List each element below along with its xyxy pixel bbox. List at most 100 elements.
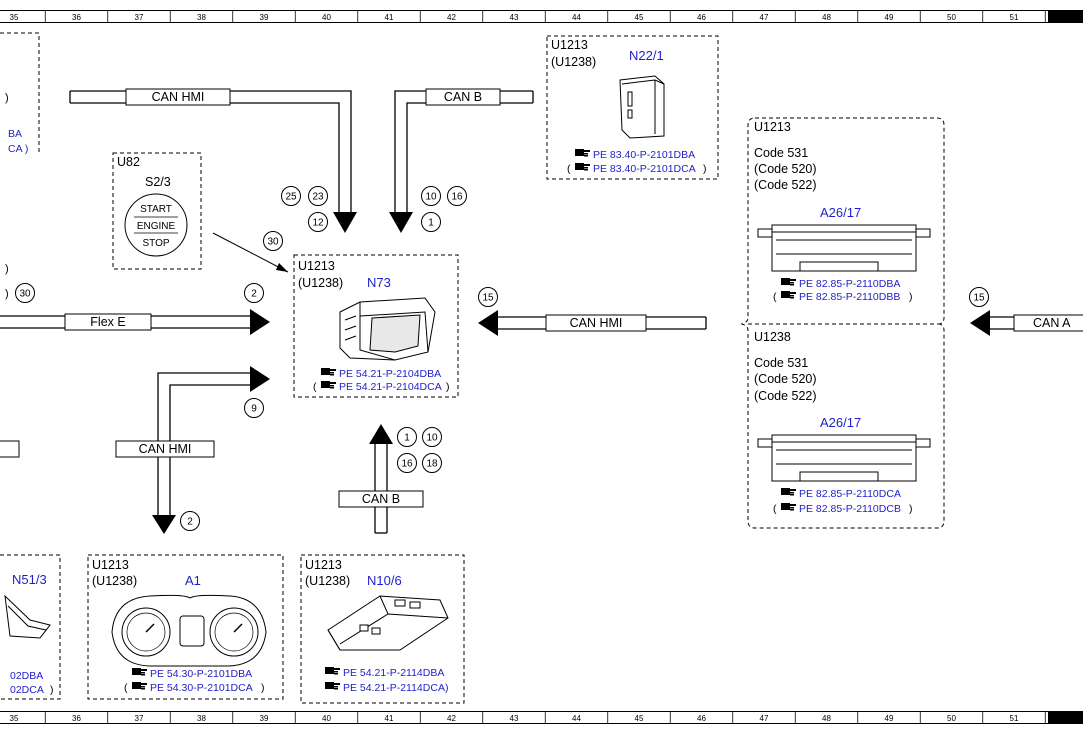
pin-number-p18: 18 [426, 459, 438, 470]
a26-bottom-module-drawing [757, 434, 931, 482]
pin-circle-p2b [180, 511, 200, 531]
bottom-ruler-label-41: 41 [385, 714, 394, 723]
bottom-ruler-label-39: 39 [260, 714, 269, 723]
start-label: START [140, 204, 172, 215]
top-ruler-label-51: 51 [1010, 13, 1019, 22]
n10-ref2: PE 54.21-P-2114DCA) [343, 682, 448, 694]
top-ruler-label-50: 50 [947, 13, 956, 22]
svg-text:(: ( [773, 503, 777, 515]
a1-ref2: PE 54.30-P-2101DCA [150, 682, 253, 694]
top-ruler-label-37: 37 [135, 13, 144, 22]
n73-code2: (U1238) [298, 276, 343, 290]
bus-can-b-bottom: CAN B [338, 424, 424, 534]
s2-3-name: S2/3 [145, 175, 171, 189]
component-a26-17-u1213: U1213 Code 531 (Code 520) (Code 522) A26… [754, 120, 931, 303]
svg-text:): ) [909, 503, 913, 515]
a26-top-line1: Code 531 [754, 146, 808, 160]
bottom-ruler-label-44: 44 [572, 714, 581, 723]
top-ruler-label-47: 47 [760, 13, 769, 22]
bus-can-hmi-top: CAN HMI [69, 88, 357, 233]
component-n51-3: N51/3 02DBA 02DCA ) [0, 554, 61, 700]
pin-circle-p23 [308, 186, 328, 206]
pin-number-p30left: 30 [19, 289, 31, 300]
a26-top-ref2: PE 82.85-P-2110DBB [799, 291, 900, 303]
bus-label-can-b-top: CAN B [444, 90, 482, 104]
a26-bottom-ref2: PE 82.85-P-2110DCB [799, 503, 901, 515]
left-partial-ref1: BA [8, 128, 22, 140]
component-s2-3: U82 S2/3 START ENGINE STOP [112, 152, 202, 270]
bus-label-can-b-bottom: CAN B [362, 492, 400, 506]
bus-label-can-hmi-right: CAN HMI [570, 316, 623, 330]
n22-name: N22/1 [629, 48, 664, 63]
a1-code2: (U1238) [92, 574, 137, 588]
bottom-ruler-label-35: 35 [10, 714, 19, 723]
n73-code1: U1213 [298, 259, 335, 273]
pin-circle-p12 [308, 212, 328, 232]
s2-3-code: U82 [117, 155, 140, 169]
pin-number-p2b: 2 [187, 517, 193, 528]
left-partial-component: ) BA CA ) ) ) [0, 32, 40, 458]
pin-circle-p25 [281, 186, 301, 206]
top-ruler-label-43: 43 [510, 13, 519, 22]
a26-bottom-name: A26/17 [820, 415, 861, 430]
top-ruler-label-38: 38 [197, 13, 206, 22]
top-ruler-label-48: 48 [822, 13, 831, 22]
a26-top-name: A26/17 [820, 205, 861, 220]
pin-circle-p2a [244, 283, 264, 303]
pin-number-p30: 30 [267, 237, 279, 248]
svg-text:): ) [703, 163, 707, 175]
s2-3-connection-line [212, 232, 289, 273]
stop-label: STOP [142, 238, 169, 249]
pin-number-p12: 12 [312, 218, 324, 229]
n22-module-drawing [619, 75, 665, 139]
bus-label-can-a: CAN A [1033, 316, 1071, 330]
svg-text:(: ( [567, 163, 571, 175]
bottom-ruler-label-49: 49 [885, 714, 894, 723]
bus-flex-e: Flex E [0, 309, 270, 335]
pin-circle-p18 [422, 453, 442, 473]
svg-text:): ) [50, 684, 54, 696]
a26-bottom-code: U1238 [754, 330, 791, 344]
top-ruler-label-45: 45 [635, 13, 644, 22]
component-n22-1: U1213 (U1238) N22/1 PE 83.40-P-2101DBA (… [546, 35, 719, 180]
component-a26-17-u1238: U1238 Code 531 (Code 520) (Code 522) A26… [754, 330, 931, 515]
bottom-ruler-label-43: 43 [510, 714, 519, 723]
bottom-ruler-label-45: 45 [635, 714, 644, 723]
bus-can-a-right: CAN A [970, 310, 1083, 336]
bus-label-can-hmi-top: CAN HMI [152, 90, 205, 104]
pin-number-p15a: 15 [482, 293, 494, 304]
pin-number-p16a: 16 [451, 192, 463, 203]
bus-label-flex-e: Flex E [90, 315, 125, 329]
top-ruler-label-41: 41 [385, 13, 394, 22]
component-a1: U1213 (U1238) A1 PE 54.30-P-2101DBA ( PE… [87, 554, 284, 700]
pin-circle-p30 [263, 231, 283, 251]
n10-module-drawing [327, 595, 449, 651]
bottom-ruler-label-40: 40 [322, 714, 331, 723]
n10-code2: (U1238) [305, 574, 350, 588]
pin-number-p2a: 2 [251, 289, 257, 300]
bottom-ruler-label-51: 51 [1010, 714, 1019, 723]
pin-number-p23: 23 [312, 192, 324, 203]
bus-label-can-hmi-left: CAN HMI [139, 442, 192, 456]
top-ruler-label-49: 49 [885, 13, 894, 22]
pin-number-p25: 25 [285, 192, 297, 203]
pin-number-p10a: 10 [425, 192, 437, 203]
bottom-ruler-label-50: 50 [947, 714, 956, 723]
a26-top-line3: (Code 522) [754, 178, 817, 192]
a26-top-code: U1213 [754, 120, 791, 134]
engine-label: ENGINE [137, 221, 176, 232]
svg-text:): ) [909, 291, 913, 303]
pin-circle-p1a [421, 212, 441, 232]
bus-can-hmi-left: CAN HMI [115, 366, 270, 534]
n73-ref1: PE 54.21-P-2104DBA [339, 368, 441, 380]
component-n10-6: U1213 (U1238) N10/6 PE 54.21-P-2114DBA P… [300, 554, 465, 704]
pin-circle-p16a [447, 186, 467, 206]
a26-top-ref1: PE 82.85-P-2110DBA [799, 278, 900, 290]
pin-circle-p9 [244, 398, 264, 418]
bottom-ruler-label-36: 36 [72, 714, 81, 723]
pin-number-p10b: 10 [426, 433, 438, 444]
a26-bottom-line2: (Code 520) [754, 372, 817, 386]
pin-circle-p16b [397, 453, 417, 473]
bus-can-hmi-right: CAN HMI [478, 310, 707, 336]
